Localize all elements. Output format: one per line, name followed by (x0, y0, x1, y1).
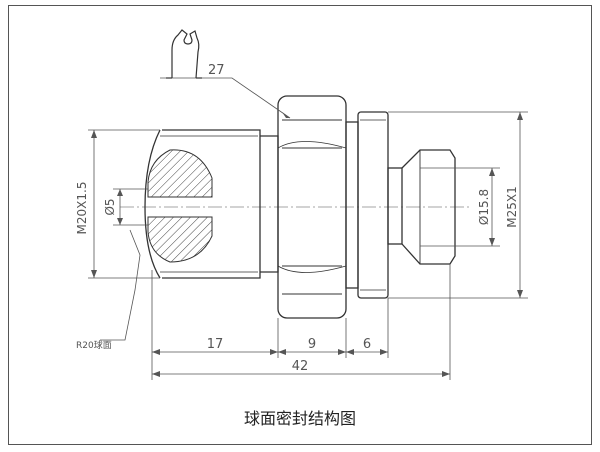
arrow-heads (91, 112, 523, 377)
fitting-body (345, 111, 456, 299)
wrench-icon (166, 29, 202, 79)
dim-len-42: 42 (292, 359, 309, 374)
dim-wrench-27: 27 (208, 63, 225, 78)
dim-len-6: 6 (363, 337, 371, 352)
dim-sphere-radius: R20球面 (76, 339, 112, 351)
dim-thread-right: M25X1 (505, 186, 519, 227)
dim-len-9: 9 (308, 337, 316, 352)
dim-len-17: 17 (207, 337, 224, 352)
diagram-caption: 球面密封结构图 (243, 409, 356, 428)
sphere-section (147, 149, 213, 263)
dim-thread-left: M20X1.5 (75, 182, 89, 235)
dim-ball-dia: Ø15.8 (477, 189, 491, 225)
dim-bore: Ø5 (103, 198, 117, 215)
drawing-frame (8, 5, 592, 445)
